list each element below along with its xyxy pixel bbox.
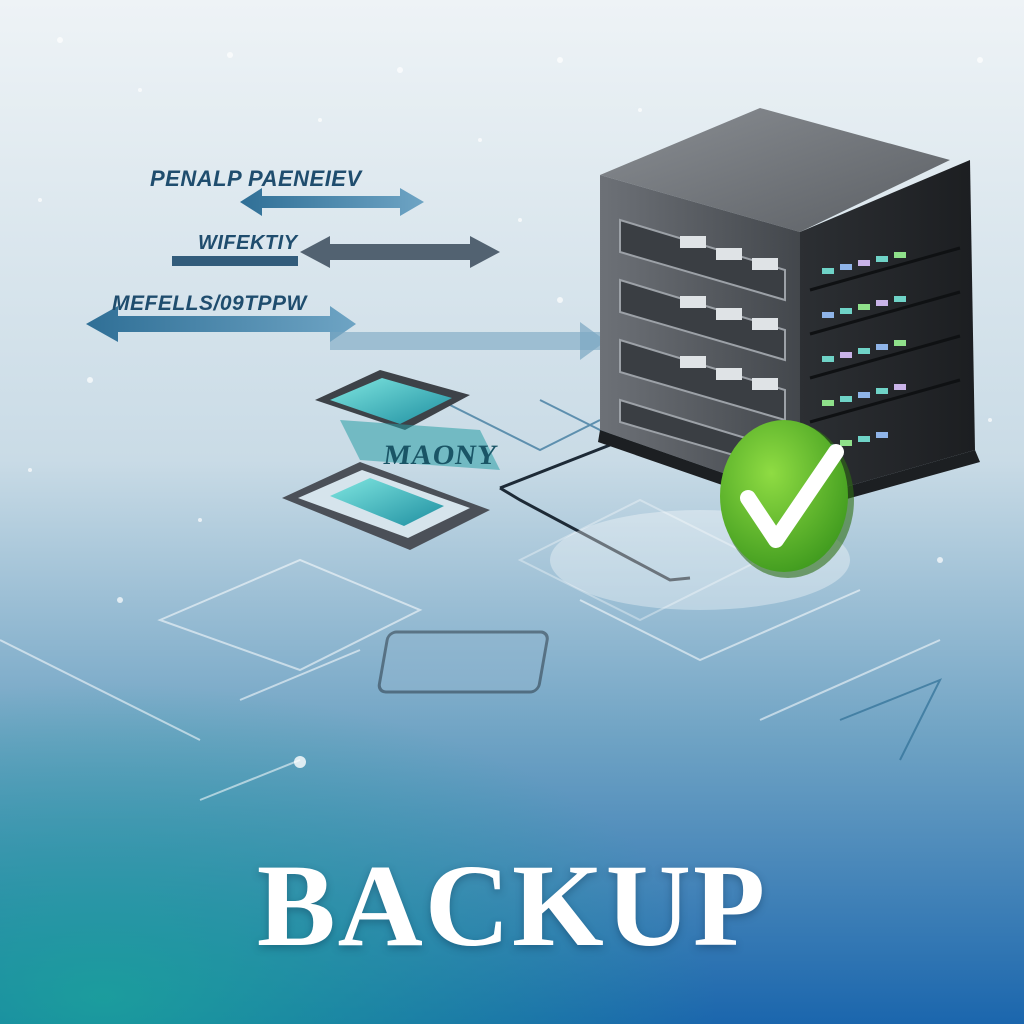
device-label: MAONY (381, 440, 501, 471)
circuit-lines (0, 498, 941, 801)
circuit-node (294, 756, 306, 768)
background-speckles (28, 37, 992, 603)
cable-line (499, 443, 691, 582)
arrow-label-3: MEFELLS/09TPPW (112, 292, 307, 315)
arrow-label-1: PENALP PAENEIEV (150, 166, 362, 191)
floor-panel (377, 630, 549, 694)
teal-glow (0, 500, 1024, 1024)
tablet-device-icon (282, 462, 490, 550)
tablet-device-icon (315, 370, 500, 470)
server-rack-icon (598, 108, 980, 512)
check-badge-icon (720, 420, 854, 578)
transfer-arrow-icon (86, 306, 606, 360)
transfer-arrow-icon (240, 188, 424, 216)
arrow-label-2: WIFEKTIY (198, 232, 298, 254)
headline: BACKUP (256, 840, 768, 971)
transfer-arrow-icon (172, 236, 500, 268)
